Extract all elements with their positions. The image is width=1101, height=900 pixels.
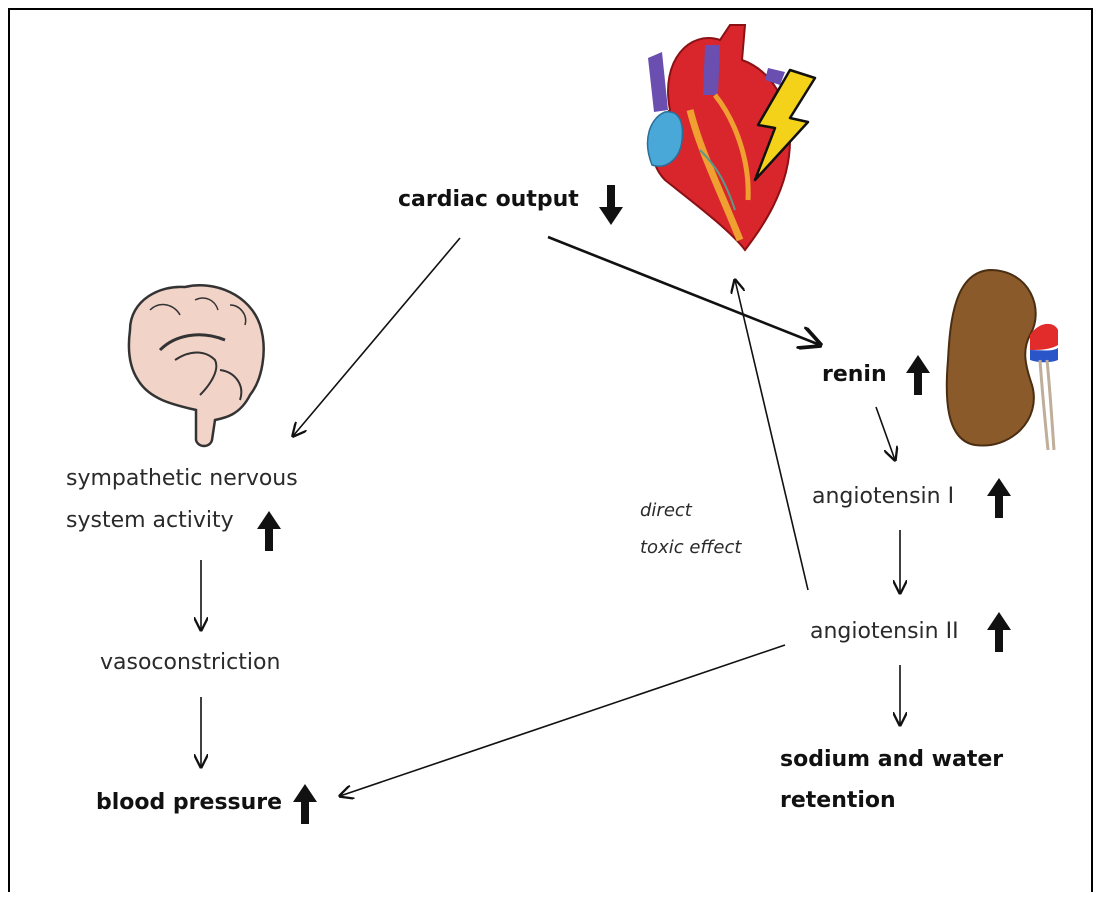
renin-label: renin [822,360,887,390]
sympathetic-label-line2: system activity [66,506,234,536]
arrow-angiotensin2-to-blood-pressure [340,645,785,796]
arrow-cardiac-to-sympathetic [293,238,460,436]
sodium-water-label-line2: retention [780,786,896,816]
direct-toxic-effect-line1: direct [640,498,692,524]
angiotensin1-label: angiotensin I [812,482,954,512]
sodium-water-label-line1: sodium and water [780,745,1003,775]
kidney-icon [947,270,1058,450]
angiotensin2-label: angiotensin II [810,617,959,647]
cardiac-output-down-arrow [599,185,623,225]
arrow-renin-to-angiotensin1 [876,407,895,460]
brain-icon [129,285,264,446]
sympathetic-up-arrow [257,511,281,551]
angiotensin2-up-arrow [987,612,1011,652]
direct-toxic-effect-line2: toxic effect [640,535,741,561]
blood-pressure-label: blood pressure [96,788,282,818]
blood-pressure-up-arrow [293,784,317,824]
vasoconstriction-label: vasoconstriction [100,648,280,678]
cardiac-output-label: cardiac output [398,185,579,215]
arrow-cardiac-to-renin [548,237,820,345]
renin-up-arrow [906,355,930,395]
sympathetic-label-line1: sympathetic nervous [66,464,298,494]
heart-icon [648,25,790,250]
angiotensin1-up-arrow [987,478,1011,518]
